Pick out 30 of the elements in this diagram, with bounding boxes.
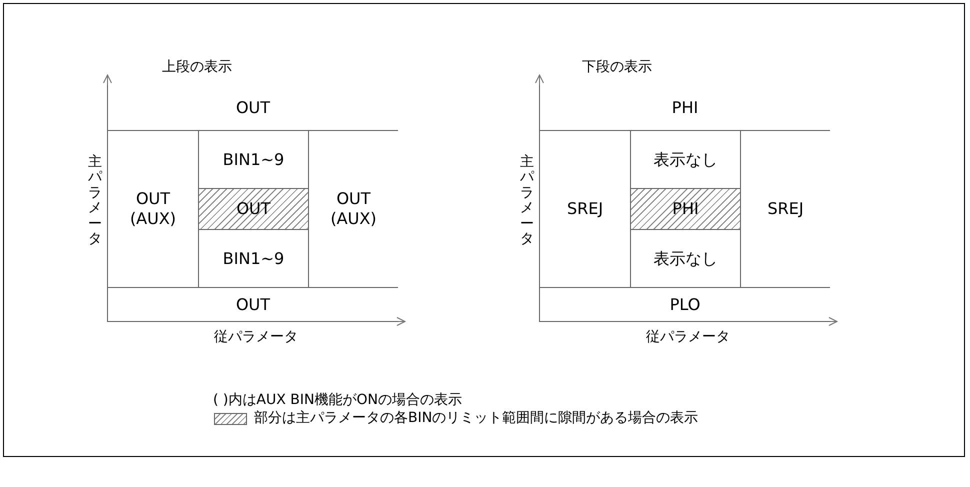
- chart-title: 上段の表示: [162, 58, 232, 76]
- region-label: OUT (AUX): [329, 189, 378, 229]
- region-cell: [107, 287, 398, 322]
- region-label: OUT: [236, 98, 270, 118]
- region-label: 表示なし: [654, 150, 718, 170]
- region-label: SREJ: [767, 199, 804, 219]
- axis-title: 主パラメータ: [520, 155, 534, 248]
- region-label: PHI: [672, 98, 698, 118]
- region-cell: [539, 85, 830, 131]
- region-label: OUT: [236, 199, 271, 219]
- region-cell: [539, 287, 830, 322]
- region-label: PHI: [672, 199, 699, 219]
- chart-title: 下段の表示: [582, 58, 652, 76]
- axis-title: 従パラメータ: [646, 328, 730, 346]
- hatched-region: [198, 189, 309, 230]
- note-text: ( )内はAUX BIN機能がONの場合の表示: [213, 391, 462, 409]
- region-label: OUT (AUX): [128, 189, 178, 229]
- region-label: BIN1~9: [222, 150, 284, 170]
- hatched-region: [630, 189, 741, 230]
- region-label: PLO: [670, 294, 700, 314]
- axis-title: 従パラメータ: [214, 328, 298, 346]
- region-label: SREJ: [566, 199, 604, 219]
- axis-title: 主パラメータ: [88, 155, 102, 248]
- region-cell: [630, 230, 741, 287]
- region-label: BIN1~9: [222, 248, 284, 268]
- region-label: OUT: [236, 294, 270, 314]
- region-cell: [198, 230, 309, 287]
- region-label: 表示なし: [654, 248, 718, 268]
- region-cell: [107, 85, 398, 131]
- legend-text: 部分は主パラメータの各BINのリミット範囲間に隙間がある場合の表示: [254, 409, 698, 427]
